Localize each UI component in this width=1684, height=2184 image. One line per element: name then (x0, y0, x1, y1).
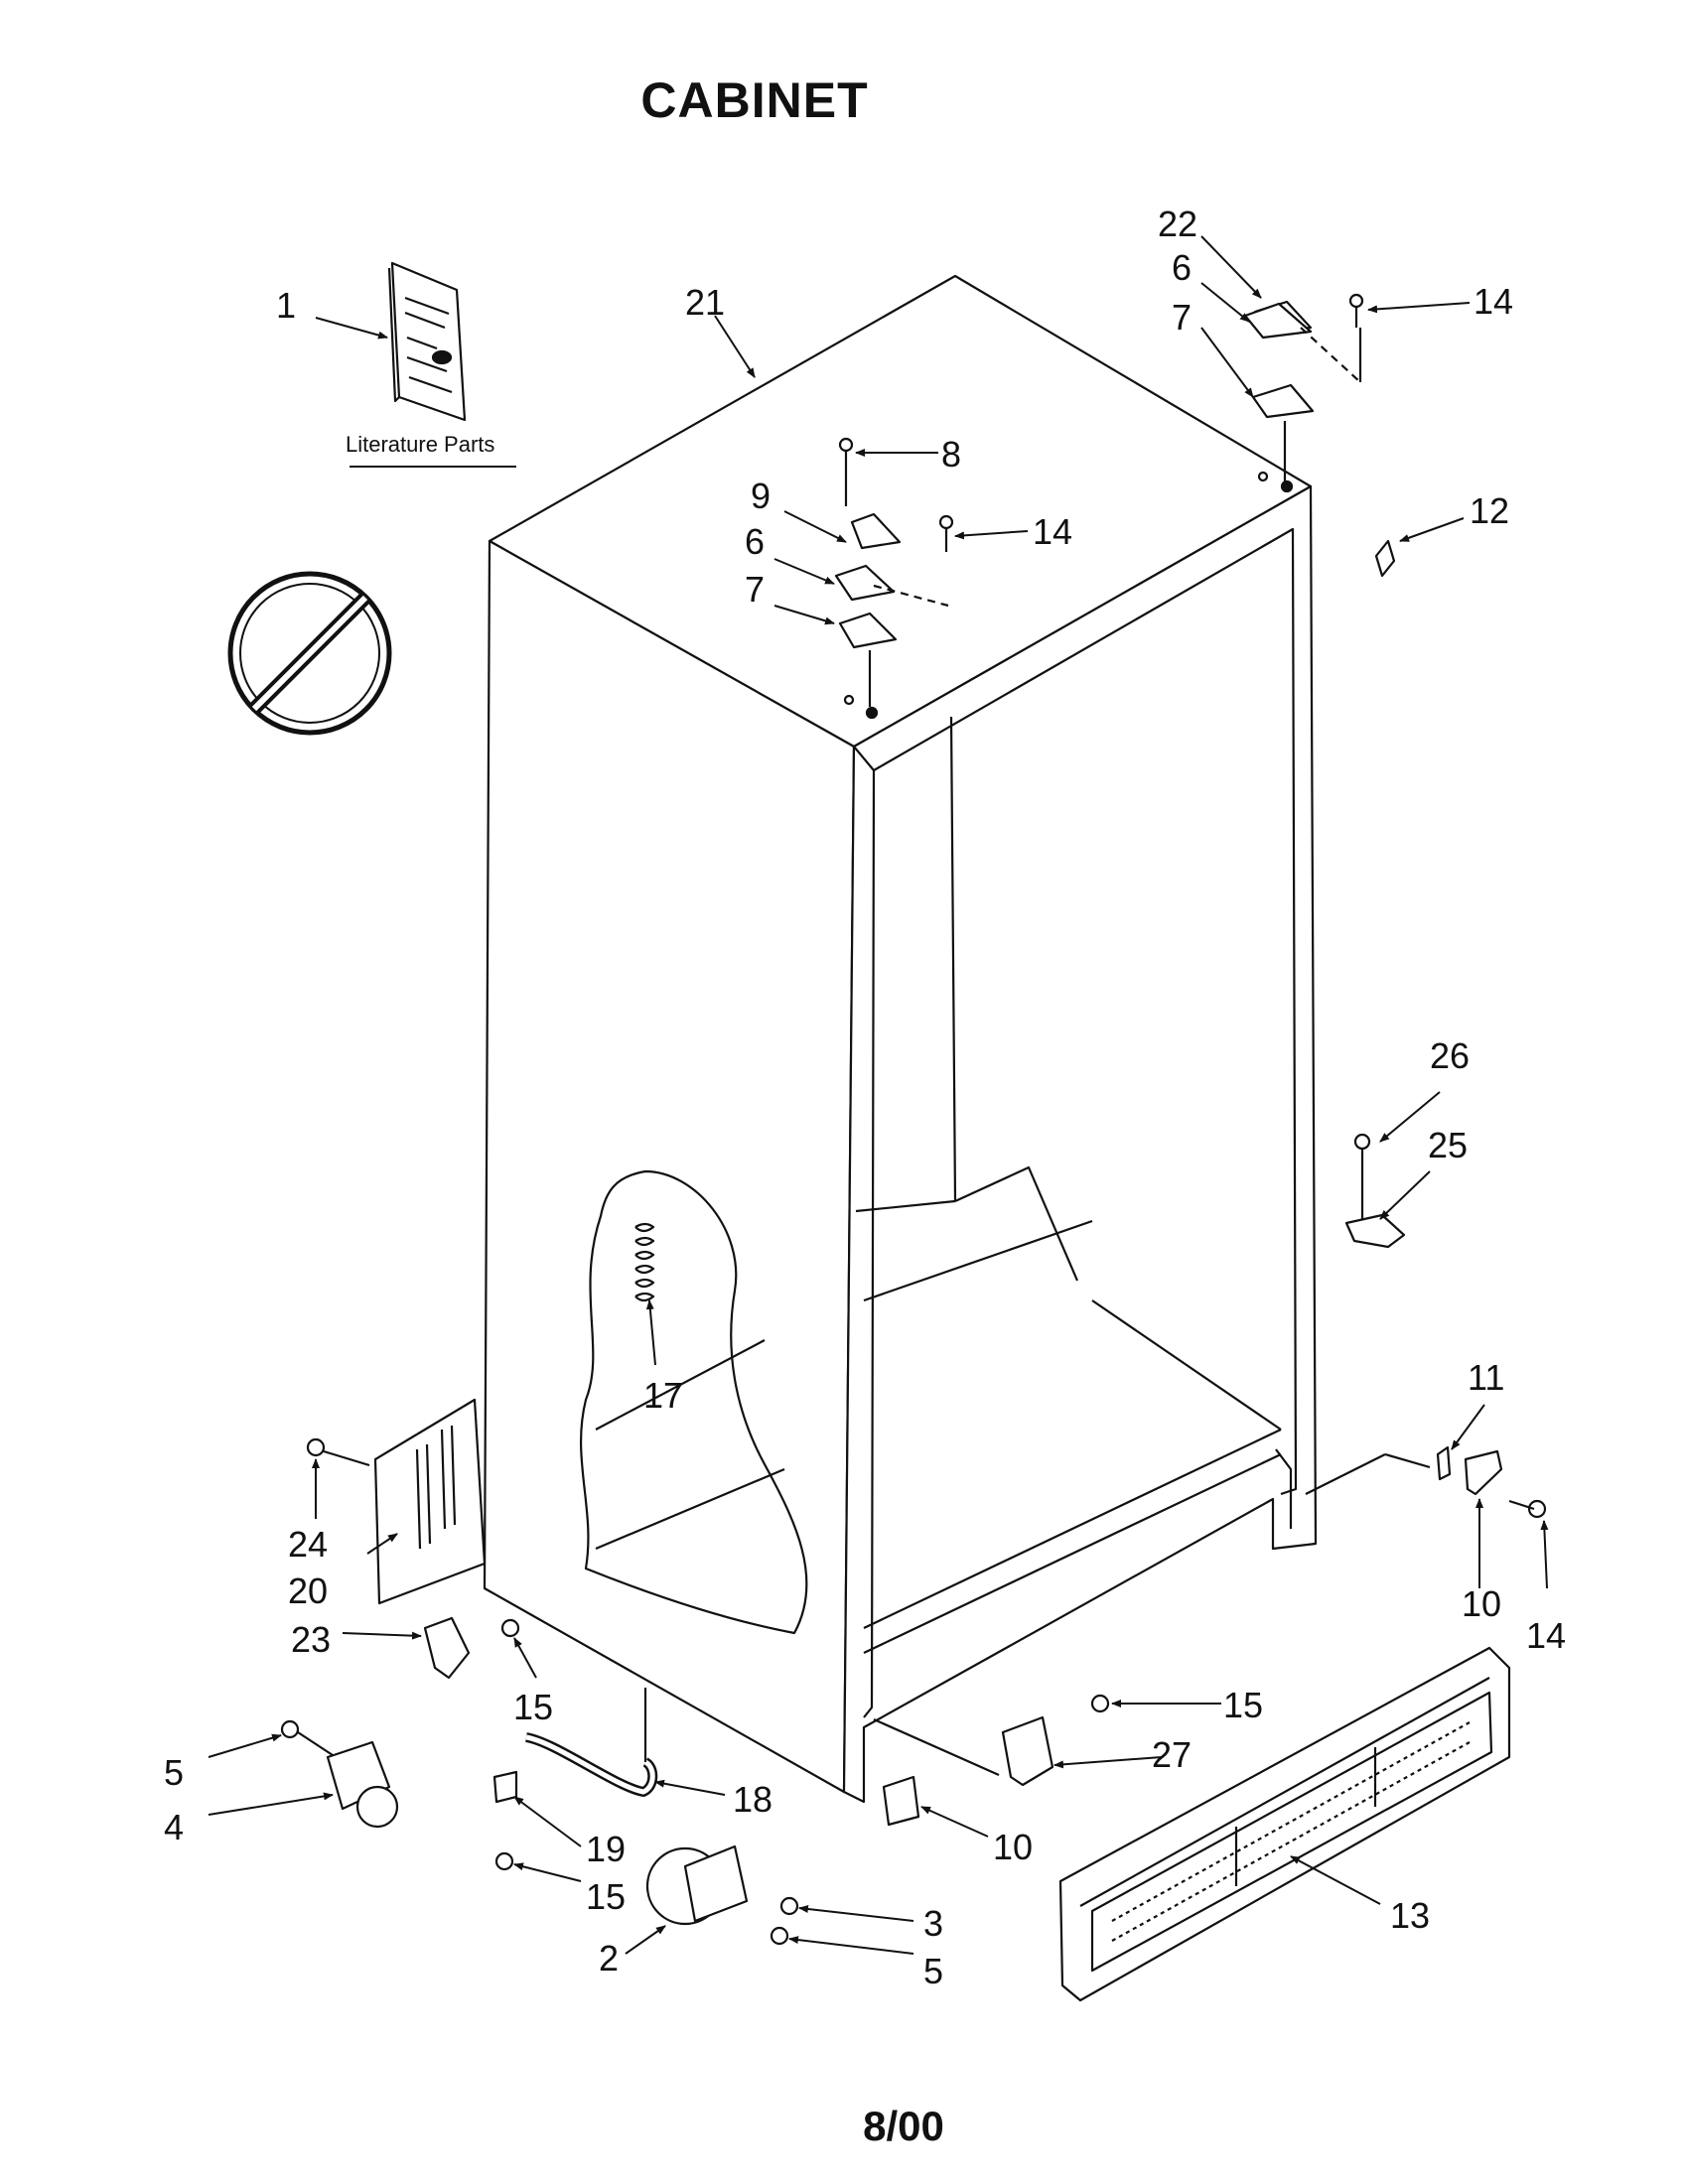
kickplate-bracket-icon (873, 1694, 1110, 1787)
callout-7: 7 (745, 569, 766, 610)
callout-26: 26 (1430, 1035, 1471, 1076)
callout-10: 10 (993, 1827, 1034, 1867)
page-title: CABINET (640, 72, 869, 128)
callout-20: 20 (288, 1570, 329, 1611)
leader-lines (208, 235, 1549, 1955)
callout-15: 15 (1223, 1685, 1264, 1725)
literature-booklet-icon (350, 261, 516, 468)
callout-6: 6 (745, 521, 766, 562)
callout-19: 19 (586, 1829, 627, 1869)
rear-access-panel-icon (306, 1398, 487, 1605)
callout-2: 2 (599, 1938, 620, 1979)
leveler-bracket-icon (423, 1616, 471, 1680)
callout-11: 11 (1468, 1357, 1505, 1398)
callout-5: 5 (923, 1951, 944, 1991)
front-roller-icon (645, 1844, 799, 1946)
callout-10: 10 (1462, 1583, 1502, 1624)
callout-14: 14 (1033, 511, 1073, 552)
callout-13: 13 (1390, 1895, 1431, 1936)
callout-1: 1 (276, 285, 297, 326)
callout-21: 21 (685, 282, 726, 323)
caster-icon (280, 1719, 399, 1829)
clip-icon (1374, 539, 1396, 578)
upper-hinge-right-icon (1243, 293, 1364, 493)
callout-22: 22 (1158, 204, 1198, 244)
callout-15: 15 (586, 1876, 627, 1917)
revision-date: 8/00 (863, 2103, 944, 2149)
callout-15: 15 (513, 1687, 554, 1727)
callout-12: 12 (1470, 490, 1510, 531)
base-grille-icon (1058, 1646, 1511, 2002)
callout-5: 5 (164, 1752, 185, 1793)
no-r12-badge-icon (227, 571, 392, 736)
drain-tube-icon (492, 1688, 658, 1871)
callout-14: 14 (1474, 281, 1514, 322)
lower-right-hinge-icon (1305, 1445, 1547, 1519)
callout-3: 3 (923, 1903, 944, 1944)
upper-hinge-center-icon (834, 437, 954, 720)
callout-6: 6 (1172, 247, 1193, 288)
door-stop-bracket-icon (1344, 1133, 1406, 1249)
callout-8: 8 (941, 434, 962, 475)
hinge-block-icon (882, 1775, 920, 1827)
literature-parts-label: Literature Parts (346, 432, 495, 457)
callout-7: 7 (1172, 297, 1193, 338)
callout-27: 27 (1152, 1734, 1193, 1775)
callout-14: 14 (1526, 1615, 1567, 1656)
callout-25: 25 (1428, 1125, 1469, 1165)
callout-17: 17 (643, 1375, 684, 1416)
callout-4: 4 (164, 1807, 185, 1847)
drain-coil-icon (634, 1222, 655, 1302)
callout-18: 18 (733, 1779, 773, 1820)
callout-23: 23 (291, 1619, 332, 1660)
callout-9: 9 (751, 476, 772, 516)
screw-icon (500, 1618, 520, 1638)
callout-24: 24 (288, 1524, 329, 1565)
cabinet-shell (483, 274, 1318, 1804)
